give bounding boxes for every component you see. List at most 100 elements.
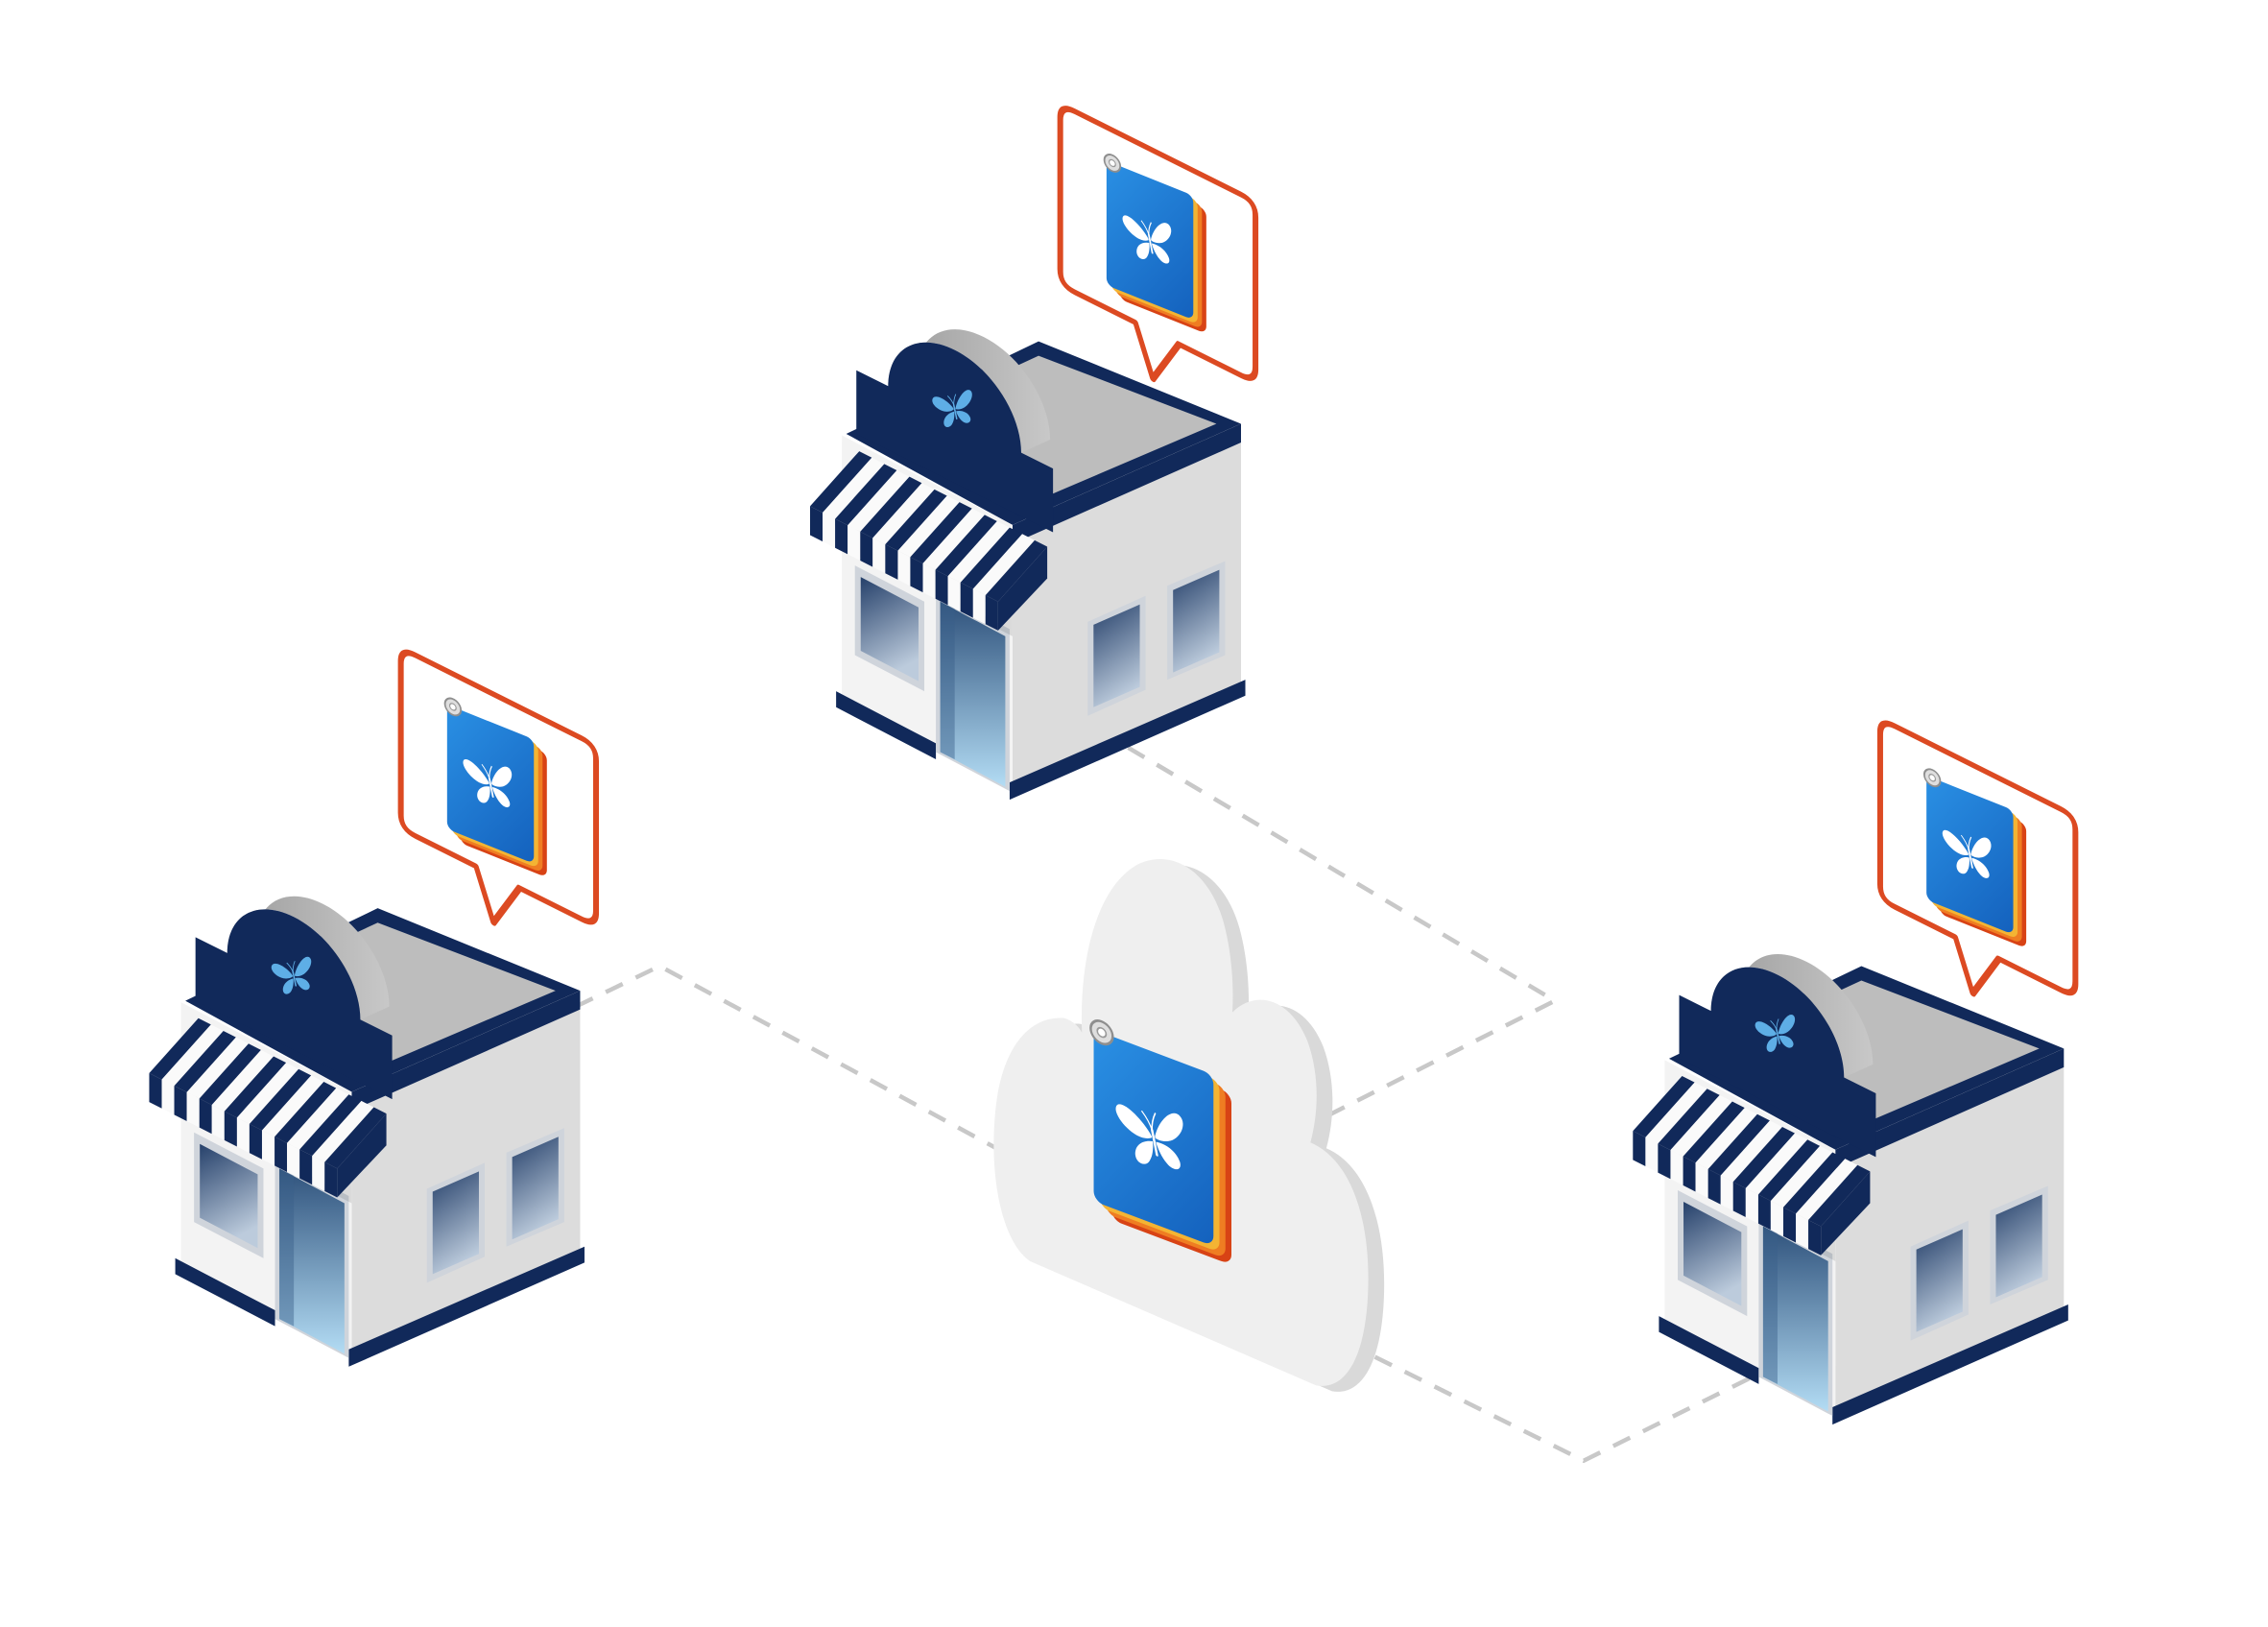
awning-stripe <box>935 514 997 577</box>
front-window <box>200 1143 258 1249</box>
awning-stripe <box>174 1030 236 1092</box>
awning-stripe <box>287 1088 349 1150</box>
right-wall-cornice <box>1835 1048 2065 1169</box>
awning-stripe <box>1808 1164 1871 1227</box>
speech-bubble-top <box>1057 106 1259 383</box>
awning-stripe <box>1670 1094 1732 1157</box>
awning <box>1633 1075 1871 1256</box>
awning-valance-stripe <box>897 550 911 586</box>
awning-valance-stripe <box>1732 1182 1746 1218</box>
awning-stripe <box>324 1107 387 1169</box>
sign-dome <box>1710 954 1874 1078</box>
awning-valance-stripe <box>1782 1207 1797 1243</box>
awning-valance-stripe <box>1796 1213 1809 1250</box>
awning-valance-stripe <box>922 562 936 599</box>
awning-stripe <box>1720 1120 1782 1183</box>
awning-valance-stripe <box>860 531 873 567</box>
store-icon <box>810 329 1246 801</box>
store-sign <box>195 909 393 1100</box>
awning-valance-stripe <box>1707 1168 1721 1205</box>
awning-stripe <box>1645 1082 1707 1144</box>
awning-valance-stripe <box>1770 1201 1783 1236</box>
store-icon <box>1633 954 2068 1425</box>
store-sign <box>856 342 1054 533</box>
awning-valance-stripe <box>1633 1131 1646 1166</box>
awning-stripe <box>275 1081 337 1143</box>
awning-valance-stripe <box>1670 1150 1683 1185</box>
awning-valance-stripe <box>287 1142 300 1179</box>
awning-stripe <box>312 1100 374 1162</box>
awning-valance-stripe <box>935 569 948 606</box>
door-recess <box>1762 1226 1778 1384</box>
awning-valance-stripe <box>985 595 998 631</box>
awning-stripe <box>872 483 935 545</box>
awning-valance-stripe <box>261 1130 275 1166</box>
awning-stripe <box>1633 1075 1695 1137</box>
awning-valance-stripe <box>1645 1137 1659 1173</box>
connection-lines <box>574 746 1783 1464</box>
awning-stripe <box>985 539 1048 602</box>
sign-dome <box>227 896 390 1020</box>
awning-valance-stripe <box>1745 1187 1758 1224</box>
awning-valance-stripe <box>910 557 923 593</box>
awning-valance-stripe <box>1658 1143 1671 1180</box>
awning-valance-stripe <box>848 525 861 561</box>
awning-end-cap <box>997 546 1048 631</box>
awning-stripe <box>299 1094 362 1157</box>
door <box>1762 1226 1828 1412</box>
store-sign <box>1679 967 1876 1158</box>
awning-stripe <box>848 469 910 532</box>
speech-bubble-right <box>1876 720 2079 997</box>
awning-stripe <box>261 1075 324 1137</box>
door-recess <box>279 1168 295 1327</box>
front-window <box>860 577 919 682</box>
awning-end-cap <box>337 1113 387 1198</box>
base-trim-left <box>1659 1316 1759 1384</box>
awning-valance-stripe <box>236 1117 250 1154</box>
awning-stripe <box>835 464 897 526</box>
awning-valance-stripe <box>299 1149 313 1185</box>
awning-stripe <box>1757 1139 1821 1202</box>
awning-valance-stripe <box>947 576 961 612</box>
side-window-2 <box>1995 1194 2042 1298</box>
store-icon <box>149 896 585 1367</box>
awning-valance-stripe <box>149 1072 162 1109</box>
awning-stripe <box>910 502 972 563</box>
awning-stripe <box>972 534 1035 596</box>
awning-stripe <box>823 457 885 519</box>
awning-valance-stripe <box>885 544 898 580</box>
awning-valance-stripe <box>224 1111 237 1147</box>
awning-valance-stripe <box>960 582 973 618</box>
connection-line-left-store <box>574 963 1015 1160</box>
awning-stripe <box>922 508 985 570</box>
connection-line-right-store <box>1344 1340 1783 1464</box>
awning-valance-stripe <box>186 1091 200 1128</box>
awning <box>149 1017 387 1198</box>
awning-stripe <box>199 1043 261 1106</box>
right-wall-cornice <box>1012 423 1241 544</box>
door <box>940 601 1006 787</box>
side-window-2 <box>512 1137 559 1240</box>
awning-stripe <box>161 1024 224 1087</box>
speech-bubble-left <box>397 649 600 926</box>
side-window-1 <box>432 1171 479 1275</box>
awning-stripe <box>1695 1108 1757 1169</box>
awning-stripe <box>810 451 872 513</box>
awning-stripe <box>149 1017 211 1080</box>
awning-stripe <box>860 476 922 538</box>
awning-stripe <box>224 1056 287 1118</box>
awning-valance-stripe <box>810 506 824 542</box>
awning-stripe <box>186 1037 249 1099</box>
awning-valance-stripe <box>249 1123 262 1160</box>
awning-end-cap <box>1821 1171 1871 1256</box>
awning-stripe <box>236 1063 299 1124</box>
awning-valance-stripe <box>199 1098 212 1135</box>
awning-valance-stripe <box>1720 1175 1733 1211</box>
awning-stripe <box>885 489 947 551</box>
awning-valance-stripe <box>161 1079 175 1115</box>
awning-stripe <box>1658 1089 1720 1151</box>
awning-stripe <box>960 527 1023 589</box>
side-window-1 <box>1093 604 1140 707</box>
awning-stripe <box>1782 1152 1846 1214</box>
